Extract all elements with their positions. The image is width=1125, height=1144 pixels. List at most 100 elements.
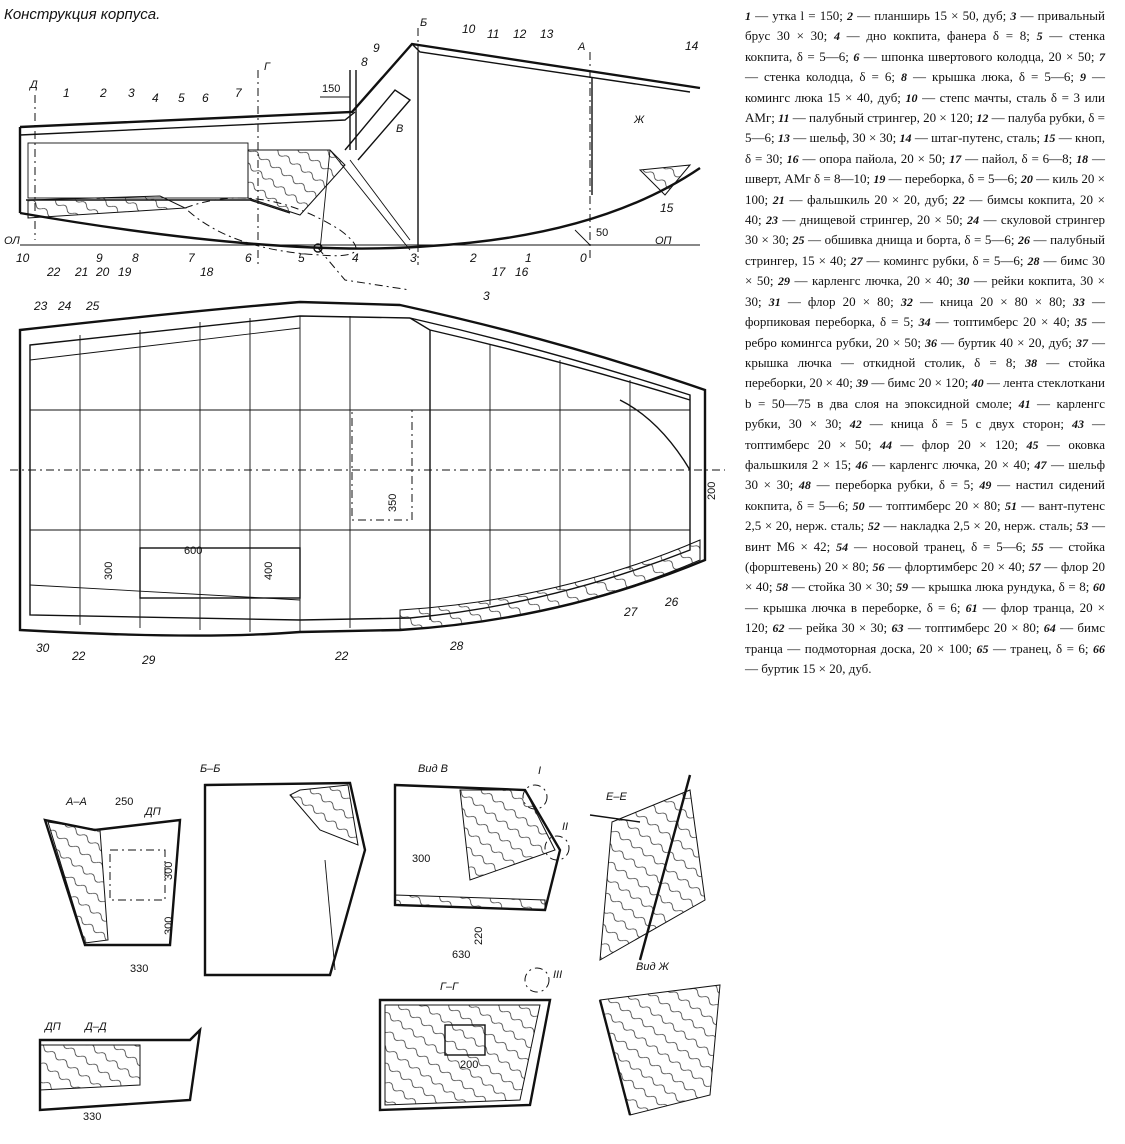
legend-text: — настил сидений кокпита, δ = 5—6; <box>745 477 1105 513</box>
centerboard-lift <box>317 247 411 291</box>
callout-18: 18 <box>200 265 214 279</box>
legend-text: — накладка 2,5 × 20, нерж. сталь; <box>879 518 1077 534</box>
bow-frame <box>619 399 691 471</box>
legend-number: 61 <box>965 600 978 615</box>
centerboard <box>184 197 357 257</box>
legend-number: 9 <box>1079 70 1086 85</box>
legend-number: 27 <box>850 253 863 268</box>
legend-number: 29 <box>777 274 790 289</box>
figure-title: Конструкция корпуса. <box>4 6 161 23</box>
legend-text: — винт М6 × 42; <box>745 518 1106 554</box>
view-label-zh: Ж <box>633 114 645 126</box>
legend-text: — флор 20 × 40; <box>745 558 1105 595</box>
cockpit-wall <box>27 142 249 199</box>
gg-label: Г–Г <box>440 981 459 993</box>
legend-number: 21 <box>772 192 785 207</box>
legend-number: 31 <box>768 294 781 309</box>
gg-outline <box>378 998 552 1112</box>
legend-number: 25 <box>792 233 805 248</box>
legend-text: — бимс 20 × 120; <box>868 375 972 391</box>
callout-25: 25 <box>85 299 100 313</box>
detail-iii: III <box>553 969 562 981</box>
bb-frame <box>324 859 336 971</box>
callout-20: 20 <box>95 265 110 279</box>
keel-line <box>19 167 701 250</box>
legend-text: — шельф 30 × 30; <box>745 456 1105 493</box>
legend-number: 52 <box>867 519 880 534</box>
detail-ii: II <box>562 821 568 833</box>
dd-label: Д–Д <box>83 1021 107 1033</box>
section-ee: Е–Е <box>589 774 706 961</box>
legend-number: 40 <box>971 376 984 391</box>
legend-text: — бимсы кокпита, 20 × 40; <box>745 191 1105 228</box>
legend-number: 1 <box>745 9 751 23</box>
frames <box>79 316 691 632</box>
view-v: Вид В 300 630 220 <box>393 763 562 961</box>
callout-19: 19 <box>118 265 132 279</box>
vb-dim-630: 630 <box>452 949 470 961</box>
legend-number: 24 <box>967 213 980 228</box>
section-label-a: А <box>577 41 585 53</box>
legend-text: — карленгс лючка, 20 × 40; <box>789 273 958 289</box>
callout-22: 22 <box>46 265 61 279</box>
callout-28: 28 <box>449 639 464 653</box>
dd-outline <box>38 1026 202 1112</box>
legend-text: — крышка люка, δ = 5—6; <box>906 69 1080 85</box>
legend-text: — стойка 30 × 30; <box>788 579 897 595</box>
legend-number: 42 <box>849 417 862 432</box>
legend-number: 38 <box>1025 355 1038 370</box>
legend-text: — топтимберс 20 × 80; <box>903 620 1044 636</box>
callout-16: 16 <box>515 265 529 279</box>
gg-dim-200: 200 <box>460 1059 478 1071</box>
vb-dim-220: 220 <box>473 927 485 945</box>
dim-label-50: 50 <box>596 227 608 239</box>
legend-text: — лента стеклоткани b = 50—75 в два слоя… <box>745 375 1106 411</box>
cockpit-hatch <box>139 547 301 599</box>
legend-text: — флор транца, 20 × 120; <box>745 599 1105 636</box>
plan-outline <box>18 300 707 637</box>
callout-29: 29 <box>141 653 156 667</box>
view-zh: Вид Ж <box>598 961 721 1116</box>
vb-dim-300: 300 <box>412 853 430 865</box>
legend-text: — транец, δ = 6; <box>988 640 1093 656</box>
dim-50 <box>574 229 591 246</box>
section-aa: А–А 250 300 300 330 ДП <box>43 796 182 975</box>
legend-number: 39 <box>856 376 869 391</box>
callout-6: 6 <box>202 91 209 105</box>
station-9: 9 <box>96 251 103 265</box>
cockpit-hatched-floor <box>27 195 187 219</box>
station-10: 10 <box>16 251 30 265</box>
legend-number: 12 <box>976 111 989 126</box>
station-2: 2 <box>469 251 477 265</box>
legend-text: — киль 20 × 100; <box>745 171 1105 207</box>
stringer-lines <box>29 327 690 601</box>
aa-bulkhead <box>47 821 109 944</box>
callout-2: 2 <box>99 86 107 100</box>
section-label-b: Б <box>420 17 427 29</box>
callout-21: 21 <box>74 265 88 279</box>
legend-text: — привальный брус 30 × 30; <box>745 8 1105 44</box>
legend-text: — степс мачты, сталь δ = 3 или АМг; <box>745 89 1105 126</box>
station-0: 0 <box>580 251 587 265</box>
legend-number: 23 <box>766 213 778 228</box>
legend-number: 43 <box>1072 417 1084 432</box>
legend-text: — стенка кокпита, δ = 5—6; <box>745 28 1106 64</box>
label-ol: ОЛ <box>4 235 20 247</box>
legend-number: 37 <box>1075 335 1088 350</box>
station-6: 6 <box>245 251 252 265</box>
sheer-line <box>19 111 356 136</box>
callout-23: 23 <box>33 299 48 313</box>
section-label-d: Д <box>28 79 38 91</box>
legend-number: 46 <box>855 457 868 472</box>
callout-14: 14 <box>685 39 699 53</box>
legend-number: 10 <box>905 90 918 105</box>
callout-12: 12 <box>513 27 527 41</box>
dim-label-400: 400 <box>263 562 275 580</box>
legend-text: — стойка (форштевень) 20 × 80; <box>745 538 1105 574</box>
callout-17: 17 <box>492 265 507 279</box>
legend-number: 62 <box>772 621 785 636</box>
zh-label: Вид Ж <box>636 961 670 973</box>
deck-line <box>19 42 701 129</box>
legend-number: 3 <box>1010 9 1017 23</box>
callout-30: 30 <box>36 641 50 655</box>
